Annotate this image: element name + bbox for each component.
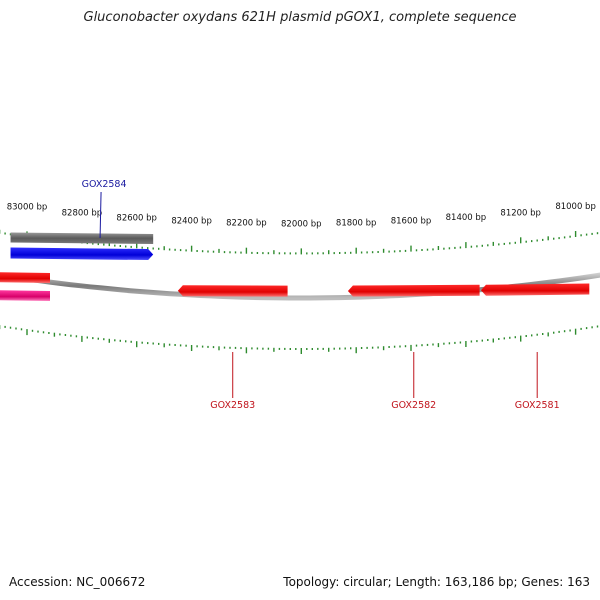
gene-label: GOX2581 bbox=[515, 400, 560, 411]
gene-feature-gox2582 bbox=[347, 284, 480, 297]
gene-feature-gox2583 bbox=[177, 285, 288, 297]
scale-label: 81800 bp bbox=[336, 219, 377, 229]
summary-text: Topology: circular; Length: 163,186 bp; … bbox=[283, 575, 590, 589]
gene-label: GOX2584 bbox=[82, 179, 127, 190]
scale-label: 82200 bp bbox=[226, 219, 267, 229]
gene-label: GOX2583 bbox=[210, 400, 255, 411]
scale-labels: 83000 bp 82800 bp 82600 bp 82400 bp 82200 bp… bbox=[7, 202, 596, 229]
scale-label: 81200 bp bbox=[500, 208, 541, 218]
scale-label: 82800 bp bbox=[62, 209, 103, 219]
scale-label: 82600 bp bbox=[116, 213, 157, 223]
scale-label: 82000 bp bbox=[281, 219, 322, 229]
gene-feature-red-feature-left bbox=[0, 272, 50, 284]
gene-feature-gox2584 bbox=[10, 247, 154, 261]
leader-line bbox=[99, 191, 102, 239]
accession-text: Accession: NC_006672 bbox=[9, 575, 146, 589]
map-title: Gluconobacter oxydans 621H plasmid pGOX1… bbox=[83, 10, 517, 25]
gene-features bbox=[0, 232, 590, 302]
gene-feature-gray-feature bbox=[10, 232, 154, 245]
scale-label: 81400 bp bbox=[446, 213, 487, 223]
scale-label: 81600 bp bbox=[391, 217, 432, 227]
gene-label: GOX2582 bbox=[391, 400, 436, 411]
scale-label: 83000 bp bbox=[7, 202, 48, 212]
scale-label: 82400 bp bbox=[171, 217, 212, 227]
gene-feature-magenta-feature-left bbox=[0, 290, 50, 302]
scale-label: 81000 bp bbox=[555, 202, 596, 212]
gene-feature-gox2581 bbox=[480, 283, 590, 296]
scale-ticks-bottom bbox=[0, 325, 599, 354]
